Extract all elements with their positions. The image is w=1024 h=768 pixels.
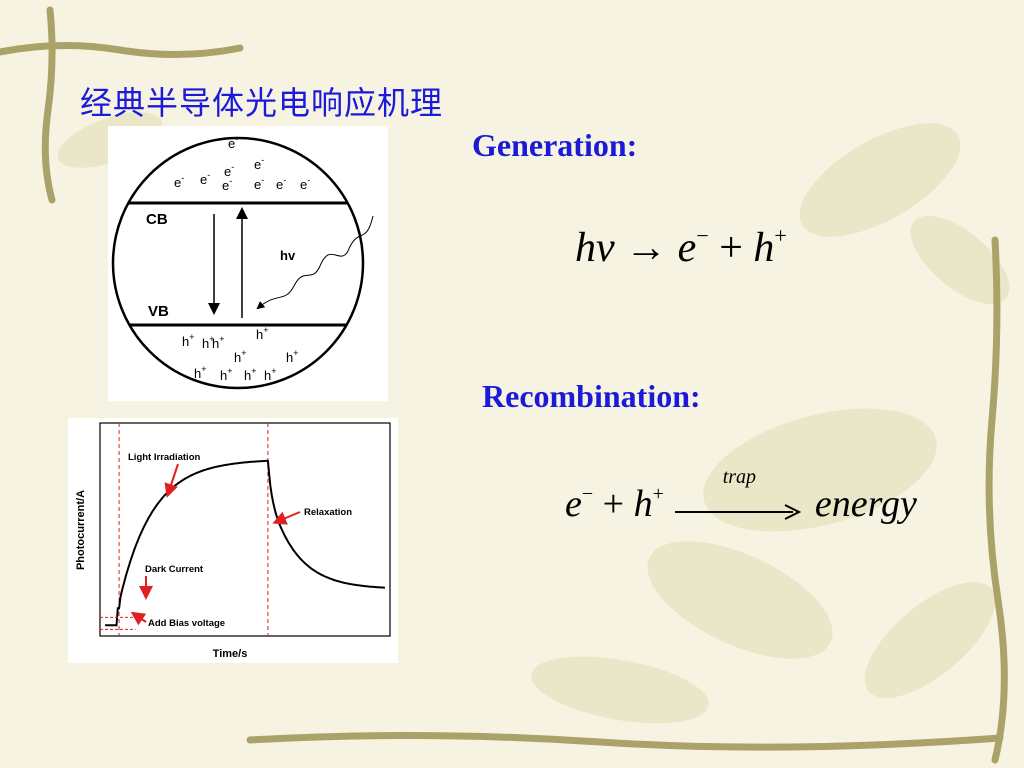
bias-arrow — [130, 611, 147, 626]
hole-charge: + — [209, 334, 214, 344]
hole-charge: + — [263, 325, 268, 335]
electron-charge: - — [307, 175, 310, 185]
slide-title: 经典半导体光电响应机理 — [80, 84, 444, 122]
electron-charge: − — [696, 223, 709, 248]
electron-charge: − — [581, 483, 594, 505]
relaxation-arrow — [272, 511, 301, 525]
electron: e- — [254, 155, 264, 172]
recombination-heading: Recombination: — [482, 378, 701, 414]
x-axis-label: Time/s — [213, 648, 248, 660]
hole-charge: + — [241, 348, 246, 358]
annotation-add-bias: Add Bias voltage — [148, 618, 225, 629]
light-irradiation-arrow — [164, 463, 179, 498]
photon-label: hv — [280, 248, 296, 263]
photocurrent-series-line — [105, 459, 385, 627]
reaction-arrow: → — [625, 225, 668, 271]
electron-charge: - — [229, 176, 232, 186]
photocurrent-chart: Time/s Photocurrent/A Light Irradiation … — [68, 418, 398, 663]
electron-charge: - — [235, 134, 238, 144]
cb-label: CB — [146, 211, 168, 228]
annotation-relaxation: Relaxation — [304, 507, 352, 518]
hole-charge: + — [227, 366, 232, 376]
electron-symbol: e — [565, 483, 582, 525]
plus-sign: + — [602, 483, 625, 525]
electron: e- — [222, 176, 232, 193]
photon-symbol: hv — [575, 225, 615, 271]
hole-symbol: h — [753, 225, 775, 271]
electron-charge: - — [207, 170, 210, 180]
hole-charge: + — [271, 366, 276, 376]
hole-charge: + — [652, 483, 664, 505]
hole-charge: + — [219, 334, 224, 344]
trap-label: trap — [722, 466, 757, 489]
electron-charge: - — [181, 173, 184, 183]
chart-marks — [100, 423, 385, 636]
vine-border — [0, 6, 1008, 764]
electron-charge: - — [231, 162, 234, 172]
generation-equation: hv → e− + h+ — [575, 224, 787, 272]
chart-panel — [68, 418, 398, 663]
annotation-dark-current: Dark Current — [145, 564, 204, 575]
electron-charge: - — [261, 155, 264, 165]
electron: e- — [224, 162, 234, 179]
band-diagram: CB VB hv e-e-e-e-e-e-e-e-e-h+h+h+h+h+h+h… — [108, 126, 388, 401]
hole-symbol: h — [633, 483, 653, 525]
long-arrow-icon — [675, 504, 802, 521]
electron: e- — [228, 134, 238, 151]
generation-heading: Generation: — [472, 127, 638, 163]
electron: e- — [300, 175, 310, 192]
leaf-decoration — [57, 112, 1010, 724]
hole-charge: + — [774, 223, 787, 248]
plot-frame — [99, 422, 391, 637]
hole-charge: + — [189, 332, 194, 342]
electron-charge: - — [283, 175, 286, 185]
vb-label: VB — [148, 303, 169, 320]
electron-symbol: e — [677, 225, 697, 271]
hole-charge: + — [201, 364, 206, 374]
trap-arrow: trap — [673, 466, 805, 522]
plus-sign: + — [719, 225, 743, 271]
electron: e- — [174, 173, 184, 190]
energy-product: energy — [814, 483, 917, 525]
y-axis-label: Photocurrent/A — [75, 490, 87, 570]
hole-charge: + — [251, 366, 256, 376]
electron-charge: - — [261, 175, 264, 185]
annotation-light-irradiation: Light Irradiation — [128, 452, 201, 463]
hole-charge: + — [293, 348, 298, 358]
electron: e- — [276, 175, 286, 192]
recombination-equation: e− + h+ trap energy — [565, 466, 917, 526]
electron: e- — [200, 170, 210, 187]
electron: e- — [254, 175, 264, 192]
photon-wave-icon — [256, 215, 374, 310]
